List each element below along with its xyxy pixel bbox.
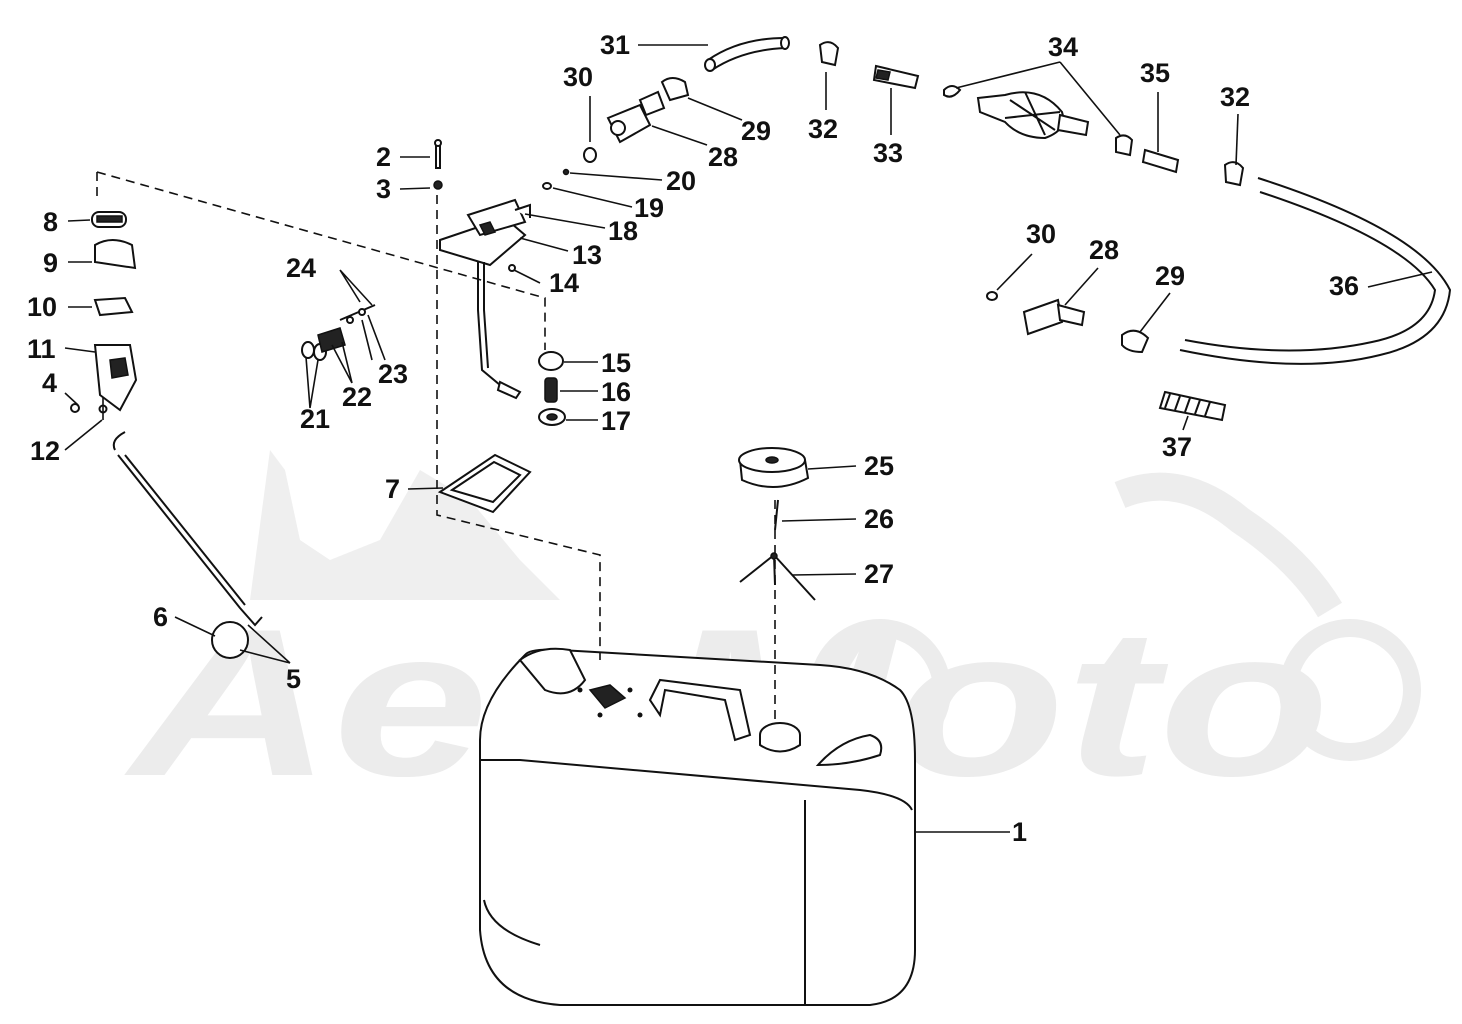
callout-4: 4 (42, 368, 57, 398)
callout-35: 35 (1140, 58, 1170, 88)
callout-6: 6 (153, 602, 168, 632)
callout-5: 5 (286, 664, 301, 694)
callout-10: 10 (27, 292, 57, 322)
fill-cap (738, 447, 816, 601)
callout-29b: 29 (1155, 261, 1185, 291)
callout-32b: 32 (1220, 82, 1250, 112)
filter-parts (538, 351, 566, 426)
callout-28a: 28 (708, 142, 738, 172)
callout-20: 20 (666, 166, 696, 196)
callout-7: 7 (385, 474, 400, 504)
callout-36: 36 (1329, 271, 1359, 301)
gasket (437, 453, 532, 514)
callout-18: 18 (608, 216, 638, 246)
callout-13: 13 (572, 240, 602, 270)
callout-28b: 28 (1089, 235, 1119, 265)
callout-23: 23 (378, 359, 408, 389)
callout-30b: 30 (1026, 219, 1056, 249)
callout-16: 16 (601, 377, 631, 407)
callout-22: 22 (342, 382, 372, 412)
clamp-fitting (818, 41, 920, 90)
callout-34: 34 (1048, 32, 1078, 62)
assembly-lines (96, 171, 776, 720)
callout-11: 11 (27, 334, 56, 364)
callout-37: 37 (1162, 432, 1192, 462)
fuel-sender (439, 198, 531, 400)
callout-2: 2 (376, 142, 391, 172)
callout-29a: 29 (741, 116, 771, 146)
callout-32a: 32 (808, 114, 838, 144)
callout-15: 15 (601, 348, 631, 378)
callout-17: 17 (601, 406, 631, 436)
callout-1: 1 (1012, 817, 1027, 847)
callout-labels: 1 2 3 4 5 6 7 8 9 10 11 12 13 14 15 16 1… (27, 30, 1359, 847)
fuel-tank (479, 647, 916, 1006)
callout-9: 9 (43, 248, 58, 278)
float-arm (117, 454, 263, 659)
primer-bulb (943, 85, 1245, 187)
callout-26: 26 (864, 504, 894, 534)
springs-pins (301, 304, 376, 361)
callout-25: 25 (864, 451, 894, 481)
fuel-connector-left (542, 36, 790, 190)
gauge-parts (70, 211, 138, 451)
callout-33: 33 (873, 138, 903, 168)
screw-washer (433, 139, 443, 190)
callout-14: 14 (549, 268, 579, 298)
callout-19: 19 (634, 193, 664, 223)
fuel-connector-right (986, 177, 1452, 422)
leader-lines (64, 44, 1433, 833)
callout-27: 27 (864, 559, 894, 589)
callout-21: 21 (300, 404, 330, 434)
callout-24: 24 (286, 253, 316, 283)
callout-12: 12 (30, 436, 60, 466)
callout-3: 3 (376, 174, 391, 204)
callout-31: 31 (600, 30, 630, 60)
callout-8: 8 (43, 207, 58, 237)
callout-30a: 30 (563, 62, 593, 92)
